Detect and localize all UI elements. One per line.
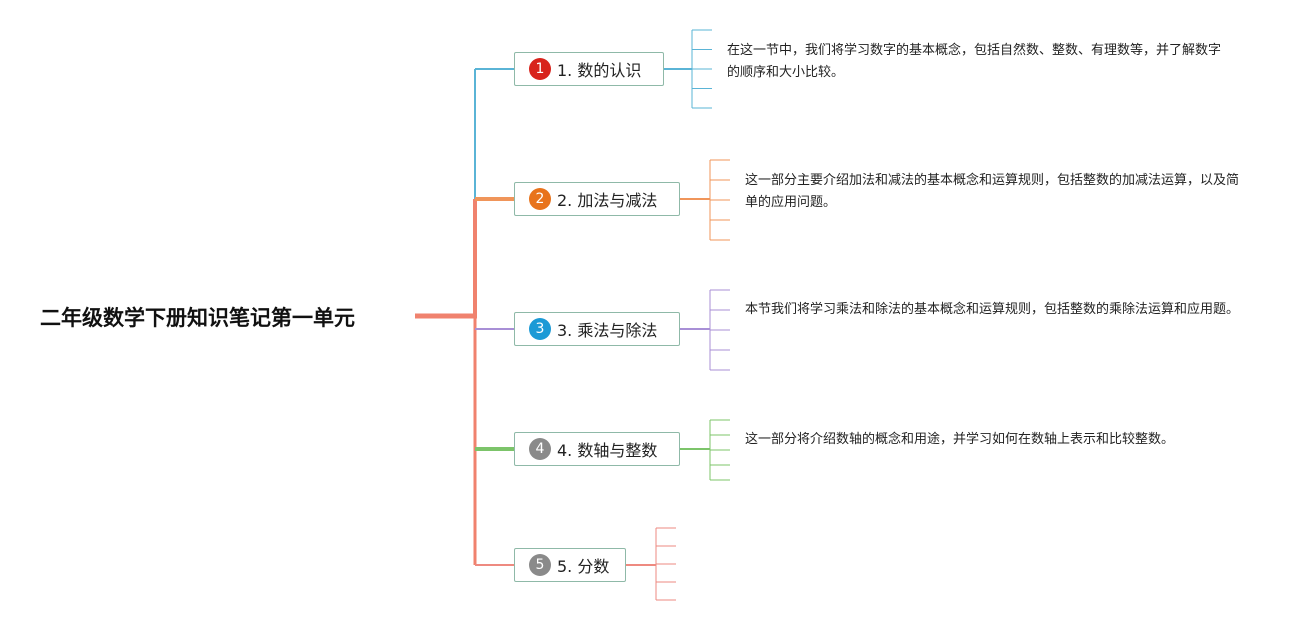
branch-node-number-recognition[interactable]: 1 1. 数的认识 <box>514 52 664 86</box>
branch-label: 1. 数的认识 <box>557 61 642 80</box>
priority-badge-2: 2 <box>529 188 551 210</box>
priority-badge-1: 1 <box>529 58 551 80</box>
priority-badge-4: 4 <box>529 438 551 460</box>
note-number-line-integers: 这一部分将介绍数轴的概念和用途，并学习如何在数轴上表示和比较整数。 <box>745 432 1175 447</box>
root-topic[interactable]: 二年级数学下册知识笔记第一单元 <box>40 306 355 330</box>
note-multiplication-division: 本节我们将学习乘法和除法的基本概念和运算规则，包括整数的乘除法运算和应用题。 <box>745 302 1240 317</box>
branch-label: 5. 分数 <box>557 557 610 576</box>
note-addition-subtraction: 这一部分主要介绍加法和减法的基本概念和运算规则，包括整数的加减法运算，以及简单的… <box>745 173 1240 210</box>
priority-badge-3: 3 <box>529 318 551 340</box>
priority-badge-5: 5 <box>529 554 551 576</box>
branch-label: 2. 加法与减法 <box>557 191 658 210</box>
branch-node-fractions[interactable]: 5 5. 分数 <box>514 548 626 582</box>
branch-node-multiplication-division[interactable]: 3 3. 乘法与除法 <box>514 312 680 346</box>
branch-label: 4. 数轴与整数 <box>557 441 658 460</box>
branch-node-addition-subtraction[interactable]: 2 2. 加法与减法 <box>514 182 680 216</box>
note-number-recognition: 在这一节中，我们将学习数字的基本概念，包括自然数、整数、有理数等，并了解数字的顺… <box>727 43 1222 80</box>
branch-node-number-line-integers[interactable]: 4 4. 数轴与整数 <box>514 432 680 466</box>
branch-label: 3. 乘法与除法 <box>557 321 658 340</box>
